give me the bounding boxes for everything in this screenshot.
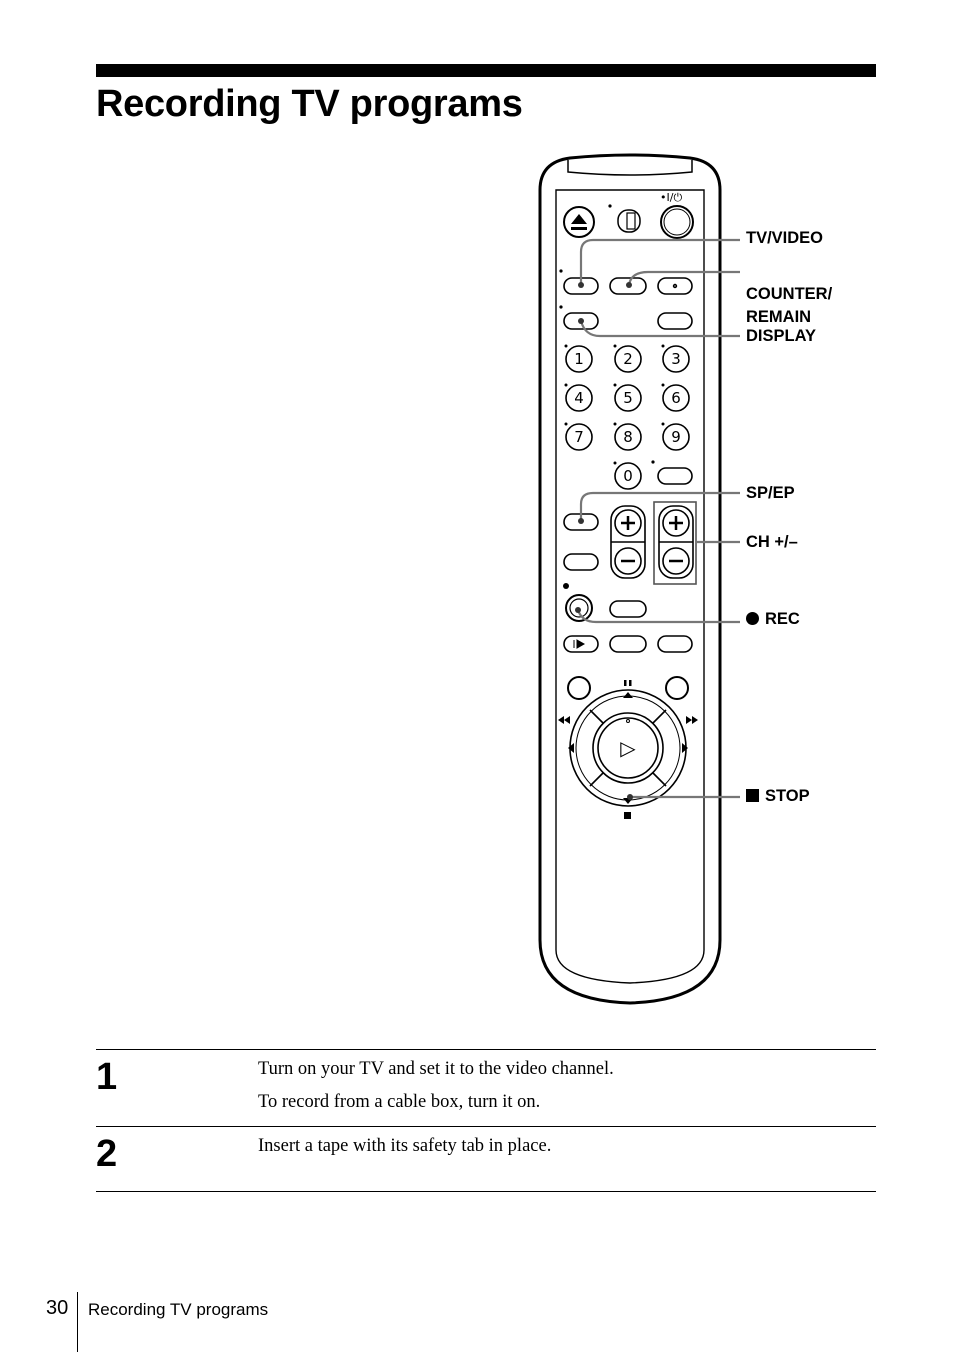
rewind-icon (558, 716, 570, 724)
callout-tv-video-label: TV/VIDEO (746, 229, 824, 247)
step-2-line-1: Insert a tape with its safety tab in pla… (258, 1136, 552, 1156)
remote-control-illustration: •I/⏻ 1 2 3 4 5 6 7 8 9 0 (538, 153, 722, 1005)
digit-9-label: 9 (671, 428, 681, 446)
title-rule (96, 64, 876, 77)
digit-8-button (614, 423, 642, 451)
up-arrow-icon (623, 692, 633, 698)
step-1-line-2: To record from a cable box, turn it on. (258, 1092, 541, 1112)
tv-video-button (563, 277, 599, 295)
callout-ch-label: CH +/– (746, 533, 798, 551)
step-1-rule (96, 1049, 876, 1050)
steps-bottom-rule (96, 1191, 876, 1192)
page-title: Recording TV programs (96, 83, 523, 125)
volume-rocker (610, 505, 646, 579)
footer-divider (77, 1292, 78, 1352)
digit-8-label: 8 (623, 428, 633, 446)
step-2-rule (96, 1126, 876, 1127)
round-button-right (665, 676, 689, 700)
callout-counter-remain: COUNTER/ REMAIN (746, 260, 832, 329)
callout-stop-label: STOP (765, 787, 810, 805)
power-label: •I/⏻ (660, 191, 682, 204)
callout-rec: REC (746, 608, 800, 631)
play-icon: ▷ (620, 736, 636, 760)
step-2-number: 2 (96, 1133, 118, 1175)
rec-button (565, 594, 593, 622)
digit-3-label: 3 (671, 350, 681, 368)
remote-body (538, 153, 722, 1005)
digit-5-indicator (613, 383, 617, 387)
small-button-zero-right (657, 467, 693, 485)
digit-3-button (662, 345, 690, 373)
page-number: 30 (46, 1297, 69, 1319)
callout-ch: CH +/– (746, 531, 798, 554)
digit-6-button (662, 384, 690, 412)
callout-counter-remain-label: COUNTER/ REMAIN (746, 285, 833, 326)
fast-forward-icon (686, 716, 698, 724)
digit-1-indicator (564, 344, 568, 348)
step-1-line-1: Turn on your TV and set it to the video … (258, 1059, 614, 1079)
footer-section-label: Recording TV programs (88, 1300, 269, 1319)
small-button-row-2 (609, 635, 647, 653)
pause-icon (624, 680, 627, 686)
callout-rec-label: REC (765, 610, 800, 628)
digit-5-button (614, 384, 642, 412)
callout-display-label: DISPLAY (746, 327, 816, 345)
callout-sp-ep-label: SP/EP (746, 484, 795, 502)
digit-2-button (614, 345, 642, 373)
step-1-number: 1 (96, 1056, 118, 1098)
digit-0-indicator (613, 461, 617, 465)
remote-inner-panel (555, 189, 705, 984)
stop-icon (624, 812, 631, 819)
number-pad: 1 2 3 4 5 6 7 8 9 0 (564, 344, 690, 490)
digit-4-indicator (564, 383, 568, 387)
digit-4-button (565, 384, 593, 412)
sp-ep-button (563, 513, 599, 531)
digit-5-label: 5 (623, 389, 633, 407)
remote-ir-window (567, 160, 693, 176)
digit-7-button (565, 423, 593, 451)
digit-6-label: 6 (671, 389, 681, 407)
callout-display: DISPLAY (746, 325, 816, 348)
digit-4-label: 4 (574, 389, 584, 407)
channel-rocker (653, 501, 697, 585)
callout-stop: STOP (746, 785, 810, 808)
digit-6-indicator (661, 383, 665, 387)
digit-3-indicator (661, 344, 665, 348)
small-button-3 (657, 277, 693, 295)
small-button-row-3 (657, 635, 693, 653)
small-button-rec-right (609, 600, 647, 618)
digit-1-label: 1 (574, 350, 584, 368)
digit-0-button (614, 462, 642, 490)
small-button-left-2 (563, 553, 599, 571)
eject-button (563, 206, 595, 238)
digit-9-button (662, 423, 690, 451)
callout-tv-video: TV/VIDEO (746, 227, 823, 250)
callout-sp-ep: SP/EP (746, 482, 795, 505)
digit-2-indicator (613, 344, 617, 348)
stop-square-icon (746, 789, 759, 802)
digit-8-indicator (613, 422, 617, 426)
digit-7-indicator (564, 422, 568, 426)
digit-7-label: 7 (574, 428, 584, 446)
counter-remain-button (609, 277, 647, 295)
transport-ring (569, 689, 687, 807)
left-arrow-icon (568, 743, 574, 753)
digit-1-button (565, 345, 593, 373)
round-button-left (567, 676, 591, 700)
tv-vcr-switch (608, 204, 641, 233)
digit-9-indicator (661, 422, 665, 426)
digit-0-label: 0 (623, 467, 633, 485)
power-button: •I/⏻ (660, 191, 694, 239)
digit-2-label: 2 (623, 350, 633, 368)
right-arrow-icon (682, 743, 688, 753)
display-button (563, 312, 599, 330)
record-dot-icon (746, 612, 759, 625)
small-button-right (657, 312, 693, 330)
